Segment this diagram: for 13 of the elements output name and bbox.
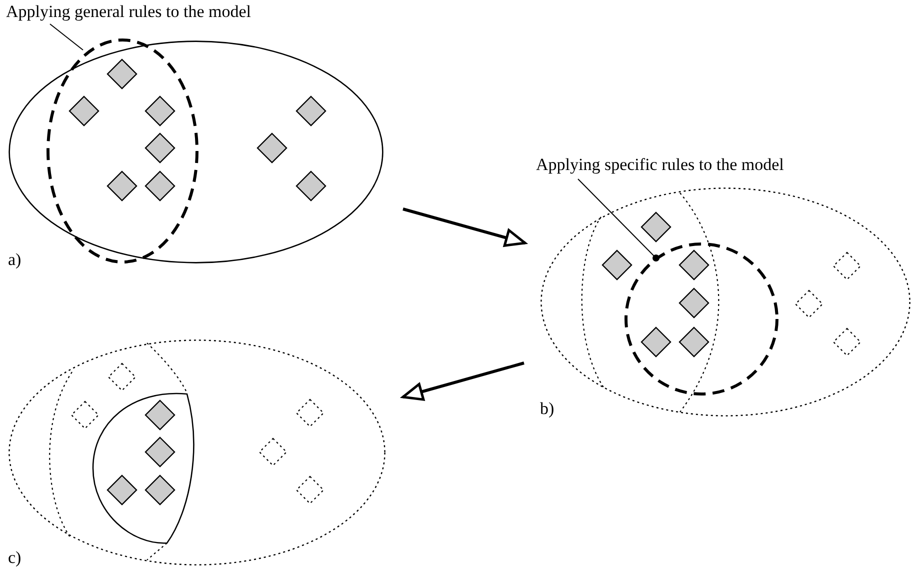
panel-label: c): [8, 547, 22, 569]
model-ellipse: [540, 187, 911, 417]
arrow: [402, 362, 524, 401]
callout-text: Applying general rules to the model: [6, 0, 366, 24]
callout-text: Applying specific rules to the model: [536, 153, 912, 177]
rule-scope-ellipse: [45, 37, 200, 265]
leader-line: [578, 178, 660, 262]
panel-label: b): [540, 398, 554, 420]
leader-line: [50, 24, 84, 50]
arrow: [402, 208, 526, 247]
model-ellipse: [8, 339, 386, 566]
panel-label: a): [8, 249, 22, 271]
rule-scope-ellipse: [623, 241, 780, 397]
